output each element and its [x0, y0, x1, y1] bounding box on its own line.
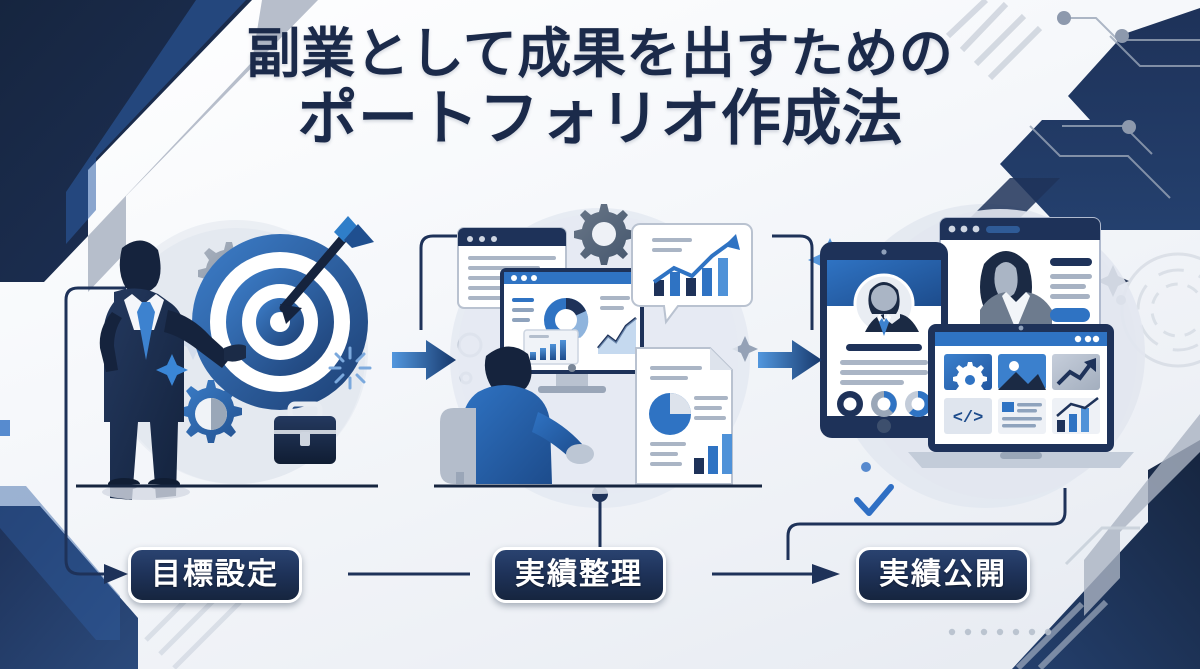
browser-profile-window-icon: [939, 217, 1101, 339]
step-label-results-organizing: 実績整理: [515, 558, 643, 591]
poster-title: 副業として成果を出すための ポートフォリオ作成法: [0, 24, 1200, 153]
title-line-1: 副業として成果を出すための: [246, 24, 954, 84]
donut-chart-icon: [837, 390, 932, 417]
pie-chart-icon: [649, 393, 691, 435]
step-pill-results-organizing[interactable]: 実績整理: [492, 547, 666, 603]
gear-icon: [574, 204, 634, 265]
title-line-2: ポートフォリオ作成法: [297, 85, 903, 153]
step-label-results-publishing: 実績公開: [879, 558, 1007, 591]
flow-arrow-organize-to-publish: [758, 340, 822, 380]
flow-arrow-into-goal-pill: [104, 564, 128, 584]
target-dartboard-icon: [192, 234, 368, 410]
step-label-goal-setting: 目標設定: [151, 558, 279, 591]
bar-chart-icon: [523, 329, 579, 365]
flow-arrow-organize-pill-to-publish-pill: [812, 564, 840, 584]
scene-goal-setting: [76, 216, 378, 500]
scene-results-organizing: [434, 204, 762, 494]
scene-results-publishing: </>: [820, 209, 1145, 499]
laptop-portfolio-grid-icon: </>: [908, 324, 1134, 468]
document-with-pie-chart-icon: [635, 347, 733, 485]
svg-text:</>: </>: [953, 409, 984, 428]
step-pill-goal-setting[interactable]: 目標設定: [128, 547, 302, 603]
step-pill-results-publishing[interactable]: 実績公開: [856, 547, 1030, 603]
flow-arrow-goal-to-organize: [392, 340, 456, 380]
